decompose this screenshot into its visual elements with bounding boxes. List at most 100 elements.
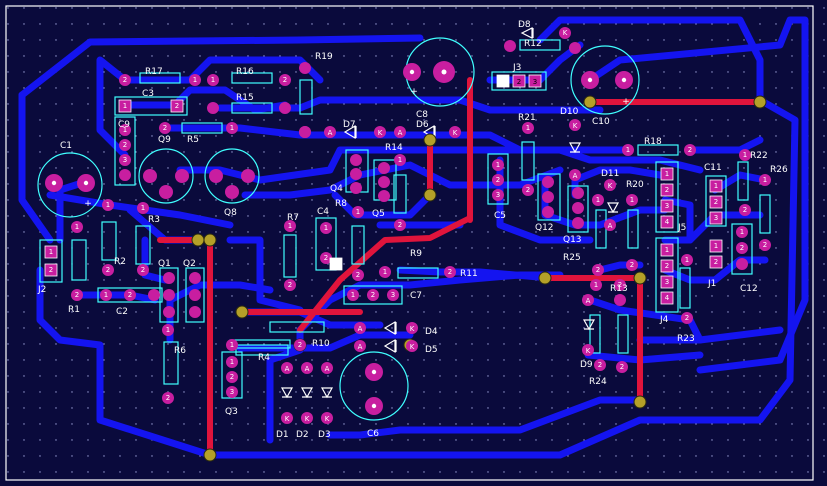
pin-label: 1 (230, 341, 234, 349)
label-r9: R9 (410, 249, 422, 259)
label-c6: C6 (367, 429, 379, 439)
connector-pads (44, 74, 723, 305)
pin-label: 2 (288, 281, 292, 289)
label-q3: Q3 (225, 407, 238, 417)
pin-label: 2 (123, 141, 127, 149)
label-r16: R16 (236, 67, 254, 77)
label-d7: D7 (343, 120, 356, 130)
pin-label: 2 (630, 261, 634, 269)
pin-label: 2 (685, 314, 689, 322)
label-r26: R26 (770, 165, 788, 175)
label-d2: D2 (296, 430, 309, 440)
pin-label: 2 (175, 102, 179, 110)
label-q13: Q13 (563, 235, 582, 245)
label-r4: R4 (258, 353, 270, 363)
label-d6: D6 (416, 120, 429, 130)
pin-label: 1 (594, 281, 598, 289)
component-labels: C1 C2 C3 C4 C5 C6 C7 C8 C9 C10 C11 C12 R… (37, 20, 788, 440)
pin-label: 4 (665, 218, 670, 226)
pin-label: 1 (75, 223, 79, 231)
cathode-label: K (586, 347, 591, 355)
pad-pin-numbers: 1 2 2 3 1 2 3 4 1 2 3 4 1 2 3 1 2 1 2 1 … (49, 76, 767, 402)
anode-label: A (305, 365, 310, 373)
label-q2: Q2 (183, 259, 196, 269)
label-r17: R17 (145, 67, 163, 77)
label-j4: J4 (659, 315, 669, 325)
pin-label: 2 (517, 78, 521, 86)
anode-label: A (358, 343, 363, 351)
pin-label: 1 (351, 291, 355, 299)
label-q12: Q12 (535, 223, 554, 233)
cathode-label: K (573, 122, 578, 130)
pin-label: 2 (496, 176, 500, 184)
pin-label: 3 (230, 388, 234, 396)
pin-label: 1 (123, 102, 127, 110)
pin-label: 3 (496, 191, 500, 199)
cathode-label: K (305, 415, 310, 423)
pin-label: 2 (665, 186, 669, 194)
label-r18: R18 (644, 137, 662, 147)
label-d4: D4 (425, 327, 438, 337)
label-r11: R11 (460, 269, 478, 279)
label-r8: R8 (335, 199, 347, 209)
anode-label: A (398, 129, 403, 137)
pin-label: 2 (526, 186, 530, 194)
pin-label: 2 (665, 262, 669, 270)
pin-label: 2 (324, 254, 328, 262)
label-c1: C1 (60, 141, 72, 151)
label-d1: D1 (276, 430, 289, 440)
pin-label: 1 (123, 126, 127, 134)
pin-label: 2 (106, 266, 110, 274)
pin-label: 2 (448, 268, 452, 276)
label-r13: R13 (610, 284, 628, 294)
pin-label: 2 (141, 266, 145, 274)
pin-label: 3 (665, 278, 669, 286)
pin-label: 1 (665, 170, 669, 178)
label-c7: C7 (410, 291, 422, 301)
pin-label: 1 (356, 208, 360, 216)
label-j5: J5 (677, 223, 686, 233)
pin-label: 1 (104, 291, 108, 299)
pin-label: 1 (230, 124, 234, 132)
label-r14: R14 (385, 143, 403, 153)
pin-label: 3 (665, 202, 669, 210)
pads (45, 27, 771, 424)
pin-label: 1 (193, 76, 197, 84)
cathode-label: K (325, 415, 330, 423)
label-j1: J1 (707, 279, 716, 289)
label-r2: R2 (114, 257, 126, 267)
pin-label: 3 (391, 291, 395, 299)
pin-label: 1 (230, 358, 234, 366)
label-d11: D11 (601, 169, 619, 179)
cathode-label: K (563, 29, 568, 37)
pin-label: 1 (49, 248, 53, 256)
pin-label: 2 (763, 241, 767, 249)
pin-label: 2 (398, 221, 402, 229)
pin-label: 1 (288, 222, 292, 230)
anode-label: A (325, 365, 330, 373)
label-d5: D5 (425, 345, 438, 355)
anode-label: A (608, 222, 613, 230)
pin-label: 1 (383, 268, 387, 276)
pin-label: 1 (626, 146, 630, 154)
label-q5: Q5 (372, 209, 385, 219)
label-d3: D3 (318, 430, 331, 440)
label-d10: D10 (560, 107, 579, 117)
pin-label: 2 (740, 244, 744, 252)
pin-label: 1 (324, 224, 328, 232)
plus-label: + (84, 199, 92, 209)
label-r12: R12 (524, 39, 542, 49)
label-d8: D8 (518, 20, 531, 30)
pin-label: 2 (163, 124, 167, 132)
label-r24: R24 (589, 377, 607, 387)
label-q4: Q4 (330, 184, 343, 194)
label-j2: J2 (37, 285, 46, 295)
pin-label: 1 (714, 242, 718, 250)
label-r6: R6 (174, 346, 186, 356)
label-r19: R19 (315, 52, 333, 62)
cathode-label: K (608, 182, 613, 190)
label-q9: Q9 (158, 135, 171, 145)
pin-label: 2 (371, 291, 375, 299)
pin-label: 2 (598, 361, 602, 369)
label-q1: Q1 (158, 259, 171, 269)
